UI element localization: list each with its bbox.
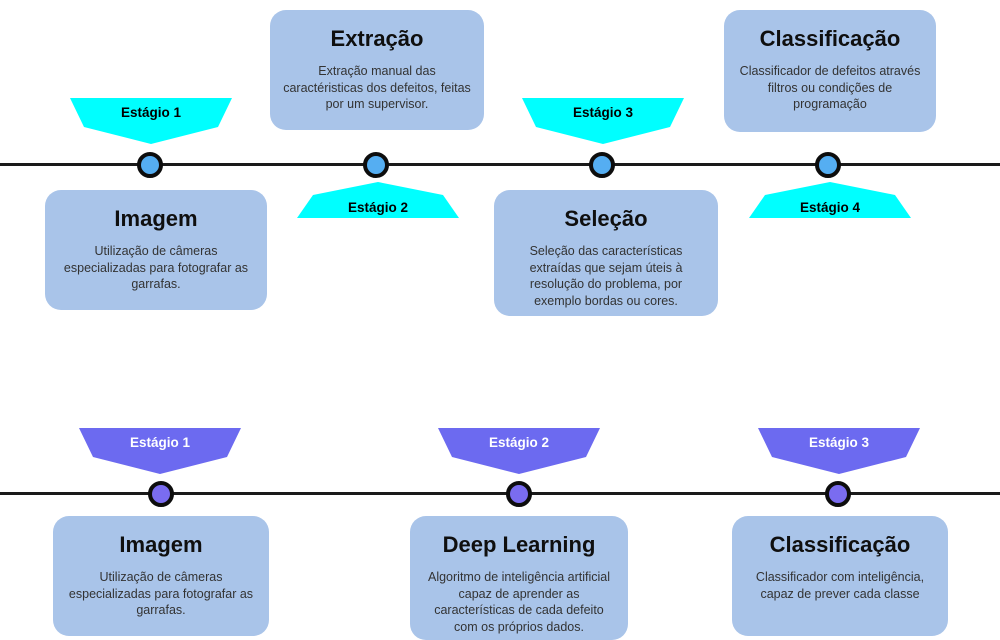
banner-arrow-up-shape [749,182,911,218]
bottom-card-deep-learning-body: Algoritmo de inteligência artificial cap… [427,570,611,634]
top-card-extracao-body: Extração manual das caractéristicas dos … [283,64,471,112]
bottom-card-classificacao-body: Classificador com inteligência, capaz de… [755,570,925,601]
bottom-card-deep-learning-title: Deep Learning [442,532,596,557]
top-card-classificacao-body: Classificador de defeitos através filtro… [739,64,921,112]
bottom-stage3-banner: Estágio 3 [758,428,920,474]
bottom-card-imagem-body: Utilização de câmeras especializadas par… [68,570,254,618]
top-timeline-node-2 [363,152,389,178]
top-card-selecao-body: Seleção das características extraídas qu… [529,244,683,308]
bottom-stage1-label: Estágio 1 [129,435,191,450]
top-stage1-banner: Estágio 1 [70,98,232,144]
bottom-stage1-banner: Estágio 1 [79,428,241,474]
banner-arrow-down-shape [438,428,600,474]
banner-arrow-down-shape [758,428,920,474]
bottom-timeline-node-2 [506,481,532,507]
top-card-imagem: Imagem Utilização de câmeras especializa… [45,190,267,310]
top-card-classificacao-title: Classificação [759,26,901,51]
top-stage4-banner: Estágio 4 [749,182,911,218]
top-stage2-banner: Estágio 2 [297,182,459,218]
bottom-stage3-label: Estágio 3 [808,435,870,450]
banner-arrow-down-shape [70,98,232,144]
banner-arrow-down-shape [79,428,241,474]
top-stage2-label: Estágio 2 [347,200,409,215]
top-card-imagem-body: Utilização de câmeras especializadas par… [63,244,249,292]
bottom-card-deep-learning: Deep Learning Algoritmo de inteligência … [410,516,628,640]
top-card-imagem-title: Imagem [114,206,198,231]
bottom-timeline-line [0,492,1000,495]
top-card-extracao: Extração Extração manual das caractérist… [270,10,484,130]
bottom-stage2-banner: Estágio 2 [438,428,600,474]
bottom-card-classificacao: Classificação Classificador com inteligê… [732,516,948,636]
top-card-selecao-title: Seleção [564,206,648,231]
top-card-selecao: Seleção Seleção das características extr… [494,190,718,316]
bottom-card-imagem-title: Imagem [119,532,203,557]
top-timeline-node-4 [815,152,841,178]
top-card-extracao-title: Extração [330,26,424,51]
bottom-timeline-node-1 [148,481,174,507]
bottom-stage2-label: Estágio 2 [488,435,550,450]
bottom-card-classificacao-title: Classificação [769,532,911,557]
bottom-card-imagem: Imagem Utilização de câmeras especializa… [53,516,269,636]
banner-arrow-up-shape [297,182,459,218]
top-stage3-banner: Estágio 3 [522,98,684,144]
top-timeline-node-3 [589,152,615,178]
top-stage4-label: Estágio 4 [799,200,861,215]
banner-arrow-down-shape [522,98,684,144]
top-timeline-line [0,163,1000,166]
bottom-timeline-node-3 [825,481,851,507]
top-card-classificacao: Classificação Classificador de defeitos … [724,10,936,132]
top-timeline-node-1 [137,152,163,178]
top-stage3-label: Estágio 3 [572,105,634,120]
top-stage1-label: Estágio 1 [120,105,182,120]
